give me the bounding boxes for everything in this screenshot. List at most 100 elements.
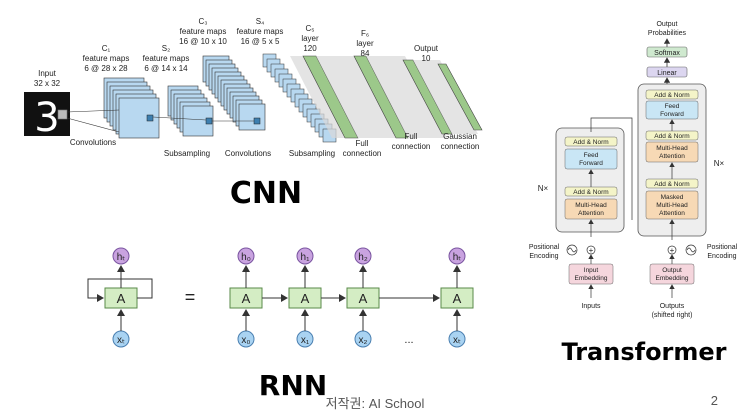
cnn-op-2: Convolutions xyxy=(225,149,271,158)
tf-softmax-label: Softmax xyxy=(654,50,680,57)
rnn-unrolled-step-1: A h₁ x₁ xyxy=(288,247,322,348)
cnn-layer-5-line1: layer xyxy=(356,39,374,48)
rnn-equals: = xyxy=(185,287,196,307)
rnn-h-0: h₀ xyxy=(241,252,251,263)
rnn-recurrent-loop xyxy=(87,278,153,302)
rnn-folded-h-node xyxy=(112,247,130,265)
tf-enc-addnorm-2: Add & Norm xyxy=(573,139,608,146)
cnn-operation-labels: Convolutions Subsampling Convolutions Su… xyxy=(70,132,479,158)
cnn-layer-6-line1: 10 xyxy=(422,54,431,63)
cnn-s4-stack xyxy=(262,53,337,143)
rnn-unrolled-step-t: A hₜ xₜ xyxy=(440,247,474,348)
tf-dec-ffn-box xyxy=(645,100,699,120)
tf-outputs-label: Outputs(shifted right) xyxy=(652,303,693,319)
cnn-layer-3-name: S₄ xyxy=(256,17,265,26)
tf-inputs-label: Inputs xyxy=(581,303,601,310)
tf-dec-masked-mha-box xyxy=(645,190,699,220)
rnn-x-0: x₀ xyxy=(241,335,250,346)
cnn-diagram: Input 32 x 32 3 xyxy=(24,17,483,211)
cnn-layer-0-line2: 6 @ 28 x 28 xyxy=(84,64,128,73)
tf-dec-nx: N× xyxy=(714,159,725,168)
rnn-folded-h-label: hₜ xyxy=(117,252,126,263)
tf-enc-ffn-box xyxy=(564,148,618,170)
tf-enc-mha-box xyxy=(564,198,618,220)
cnn-layer-labels: C₁ feature maps 6 @ 28 x 28 S₂ feature m… xyxy=(83,17,439,73)
tf-dec-addnorm-2: Add & Norm xyxy=(654,133,689,140)
rnn-cell-2-label: A xyxy=(359,291,368,306)
cnn-input-dim: 32 x 32 xyxy=(34,79,61,88)
tf-enc-to-dec xyxy=(590,117,633,220)
svg-text:+: + xyxy=(670,246,675,255)
tf-dec-mha-box xyxy=(645,141,699,163)
cnn-fc-layers xyxy=(290,55,483,139)
rnn-x-t: xₜ xyxy=(453,335,461,346)
cnn-layer-4-line2: 120 xyxy=(303,44,317,53)
cnn-layer-0-name: C₁ xyxy=(102,44,111,53)
tf-dec-add-node xyxy=(667,245,677,255)
cnn-layer-2-name: C₃ xyxy=(198,17,207,26)
cnn-layer-1-name: S₂ xyxy=(162,44,170,53)
rnn-ellipsis: ... xyxy=(404,334,413,346)
cnn-layer-0-line1: feature maps xyxy=(83,54,130,63)
cnn-c3-stack xyxy=(202,55,266,131)
rnn-x-2: x₂ xyxy=(359,335,368,346)
cnn-layer-2-line2: 16 @ 10 x 10 xyxy=(179,37,227,46)
rnn-folded-cell-label: A xyxy=(117,291,126,306)
cnn-layer-4-name: C₅ xyxy=(306,24,315,33)
page-number: 2 xyxy=(710,393,718,408)
rnn-unrolled-step-0: A h₀ x₀ xyxy=(229,247,263,348)
rnn-cell-1-label: A xyxy=(301,291,310,306)
svg-text:+: + xyxy=(589,246,594,255)
tf-linear-box xyxy=(646,66,688,78)
cnn-layer-6-name: Output xyxy=(414,44,439,53)
rnn-h-2: h₂ xyxy=(358,252,368,263)
cnn-layer-4-line1: layer xyxy=(301,34,319,43)
tf-linear-label: Linear xyxy=(657,70,677,77)
footer-copyright: 저작권: AI School xyxy=(325,396,425,411)
rnn-cell-t-label: A xyxy=(453,291,462,306)
rnn-h-t: hₜ xyxy=(453,252,462,263)
cnn-op-0: Convolutions xyxy=(70,138,116,147)
cnn-c1-stack xyxy=(103,77,160,139)
rnn-cell-0-label: A xyxy=(242,291,251,306)
cnn-op-3: Subsampling xyxy=(289,149,335,158)
cnn-op-1: Subsampling xyxy=(164,149,210,158)
rnn-unrolled-step-2: A h₂ x₂ xyxy=(346,247,380,348)
cnn-layer-3-line1: feature maps xyxy=(237,27,284,36)
cnn-input-digit: 3 xyxy=(34,95,59,141)
tf-dec-addnorm-1: Add & Norm xyxy=(654,181,689,188)
tf-enc-add-node xyxy=(586,245,596,255)
rnn-x-1: x₁ xyxy=(301,335,310,346)
rnn-diagram: A hₜ xₜ = A h₀ x₀ A h₁ x₁ xyxy=(87,247,474,402)
cnn-layer-2-line1: feature maps xyxy=(180,27,227,36)
cnn-layer-5-name: F₆ xyxy=(361,29,369,38)
rnn-folded-x-label: xₜ xyxy=(117,335,125,346)
rnn-h-1: h₁ xyxy=(301,252,311,263)
cnn-layer-1-line2: 6 @ 14 x 14 xyxy=(144,64,188,73)
rnn-title: RNN xyxy=(259,369,327,402)
cnn-receptive-field xyxy=(57,109,68,120)
cnn-s2-stack xyxy=(167,85,214,137)
cnn-layer-3-line2: 16 @ 5 x 5 xyxy=(241,37,280,46)
tf-enc-nx: N× xyxy=(538,184,549,193)
cnn-layer-1-line1: feature maps xyxy=(143,54,190,63)
cnn-title: CNN xyxy=(230,176,302,211)
cnn-layer-5-line2: 84 xyxy=(361,49,370,58)
tf-dec-addnorm-3: Add & Norm xyxy=(654,92,689,99)
tf-enc-addnorm-1: Add & Norm xyxy=(573,189,608,196)
